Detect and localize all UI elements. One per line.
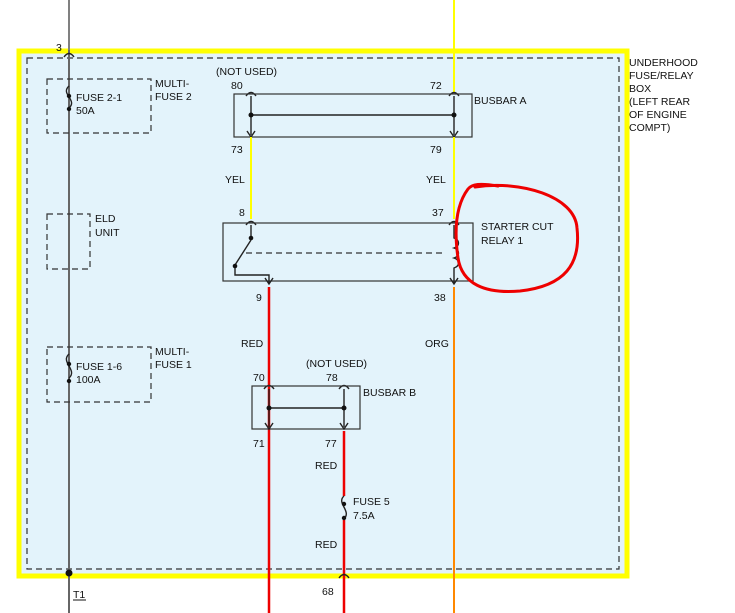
fuse-5-dot-top (341, 501, 347, 507)
connector-68 (338, 573, 350, 579)
starter-cut-relay-box (222, 222, 474, 282)
busbar-a-dot-right (451, 112, 457, 118)
wire-label-yel-left: YEL (225, 174, 245, 186)
multi-fuse-2-label: MULTI- FUSE 2 (155, 78, 192, 103)
wire-label-yel-right: YEL (426, 174, 446, 186)
relay-switch-dot-bottom (232, 263, 238, 269)
pin-t1: T1 (73, 589, 85, 601)
eld-unit-label: ELD UNIT (95, 213, 120, 239)
fuse-2-1-label: FUSE 2-1 50A (76, 92, 125, 117)
multi-fuse-1-label: MULTI- FUSE 1 (155, 346, 192, 371)
connector-80 (245, 91, 257, 97)
pin-78: 78 (326, 372, 338, 384)
connector-8 (245, 220, 257, 226)
busbar-b-dot-right (341, 405, 347, 411)
multi-fuse-1-box (46, 346, 152, 403)
relay-arrow-9 (264, 277, 274, 286)
pin-38: 38 (434, 292, 446, 304)
fuse-1-6-dot-bottom (66, 378, 72, 384)
connector-37 (448, 220, 460, 226)
fuse-relay-box-dashed-border (26, 57, 620, 570)
pin-73: 73 (231, 144, 243, 156)
splice-dot-t1 (65, 569, 73, 577)
fuse-5-label: FUSE 5 7.5A (353, 496, 393, 522)
busbar-b-dot-left (266, 405, 272, 411)
starter-cut-relay-label: STARTER CUT RELAY 1 (481, 221, 556, 247)
busbar-a-dot-left (248, 112, 254, 118)
fuse-1-6-label: FUSE 1-6 100A (76, 361, 125, 386)
busbar-b-label: BUSBAR B (363, 387, 416, 399)
pin-70: 70 (253, 372, 265, 384)
multi-fuse-2-box (46, 78, 152, 134)
connector-3 (63, 52, 75, 58)
busbar-a-not-used: (NOT USED) (216, 66, 277, 78)
fuse-2-1-dot-top (66, 93, 72, 99)
relay-arrow-38 (449, 277, 459, 286)
pin-68: 68 (322, 586, 334, 598)
busbar-b-box (251, 385, 361, 430)
box-title: UNDERHOOD FUSE/RELAY BOX (LEFT REAR OF E… (629, 57, 701, 134)
pin-71: 71 (253, 438, 265, 450)
wire-label-red-mid-top: RED (315, 460, 338, 472)
fuse-1-6-dot-top (66, 361, 72, 367)
pin-79: 79 (430, 144, 442, 156)
fuse-5-dot-bottom (341, 515, 347, 521)
fuse-2-1-dot-bottom (66, 106, 72, 112)
connector-72 (448, 91, 460, 97)
wire-label-red-mid-bottom: RED (315, 539, 338, 551)
pin-3: 3 (56, 42, 62, 54)
pin-80: 80 (231, 80, 243, 92)
eld-unit-box (46, 213, 91, 270)
pin-9: 9 (256, 292, 262, 304)
annotation-circle (454, 182, 580, 294)
pin-8: 8 (239, 207, 245, 219)
pin-72: 72 (430, 80, 442, 92)
relay-switch-bottom (234, 268, 270, 283)
fuse-relay-box (16, 48, 630, 579)
relay-switch-dot-top (248, 235, 254, 241)
busbar-b-arrow-right (339, 422, 349, 431)
pin-37: 37 (432, 207, 444, 219)
wire-label-red-left: RED (241, 338, 264, 350)
busbar-b-arrow-left (264, 422, 274, 431)
busbar-b-not-used: (NOT USED) (306, 358, 367, 370)
wire-label-org: ORG (425, 338, 449, 350)
busbar-a-label: BUSBAR A (474, 95, 527, 107)
busbar-a-box (233, 93, 473, 138)
pin-77: 77 (325, 438, 337, 450)
relay-switch-blade (234, 239, 252, 266)
